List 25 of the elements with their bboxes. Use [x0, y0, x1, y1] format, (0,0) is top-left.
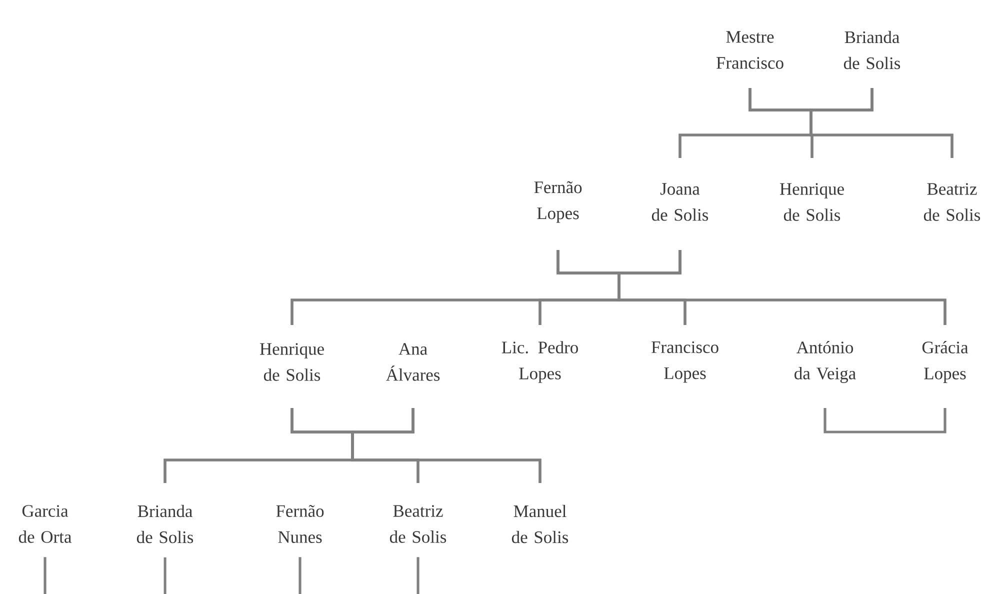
couple-bracket: [824, 408, 946, 434]
connector-line: [298, 557, 302, 594]
descent-line: [351, 408, 542, 483]
person-name: Brianda de Solis: [844, 30, 900, 70]
person-name: António da Veiga: [794, 341, 856, 383]
person-name: Ana Álvares: [386, 343, 440, 381]
person-name: Beatriz de Solis: [390, 505, 446, 543]
person-name: Joana de Solis: [652, 183, 708, 221]
descent-line: [810, 88, 954, 158]
person-name: Mestre Francisco: [716, 31, 784, 69]
connector-line: [164, 557, 166, 594]
person-name: Henrique de Solis: [260, 343, 324, 381]
person-name: Francisco Lopes: [652, 341, 718, 383]
person-name: Beatriz de Solis: [924, 183, 980, 221]
descent-line: [618, 250, 946, 325]
person-name: Grácia Lopes: [922, 341, 968, 383]
person-name: Henrique de Solis: [780, 183, 844, 221]
connector-line: [416, 557, 420, 594]
person-name: Manuel de Solis: [512, 504, 568, 544]
person-name: Brianda de Solis: [136, 504, 194, 544]
connector-line: [44, 557, 46, 594]
person-name: Fernão Nunes: [276, 505, 324, 543]
person-name: Garcia de Orta: [18, 505, 72, 543]
person-name: Lic. Pedro Lopes: [502, 341, 578, 383]
person-name: Fernão Lopes: [534, 181, 582, 223]
